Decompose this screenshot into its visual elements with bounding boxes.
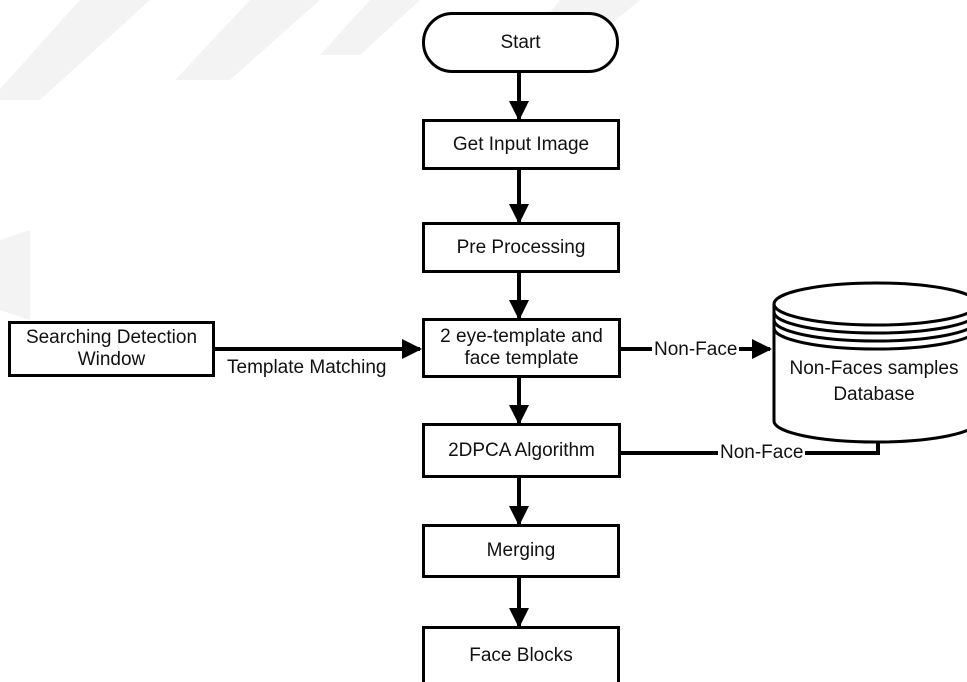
algorithm-label: 2DPCA Algorithm (448, 439, 595, 461)
database-label-line-1: Non-Faces samples (789, 358, 959, 379)
merging-label: Merging (486, 540, 556, 561)
search-window-box: Searching Detection Window (8, 321, 215, 377)
start-terminal: Start (422, 12, 619, 73)
get-input-image-label: Get Input Image (452, 133, 590, 155)
start-label: Start (500, 31, 541, 53)
database-label: Non-Faces samples Database (774, 356, 967, 408)
merging-box: Merging (422, 524, 620, 578)
face-blocks-box: Face Blocks (422, 626, 620, 682)
non-face-label-2: Non-Face (718, 442, 806, 464)
get-input-image-box: Get Input Image (422, 119, 620, 170)
search-window-label-line-1: Searching Detection (25, 327, 198, 348)
template-label-line-1: 2 eye-template and (440, 326, 603, 347)
template-matching-label: Template Matching (227, 357, 387, 379)
pre-processing-label: Pre Processing (456, 236, 586, 258)
non-face-label-1: Non-Face (652, 339, 740, 361)
face-blocks-label: Face Blocks (469, 644, 573, 666)
search-window-label-line-2: Window (77, 349, 146, 370)
template-label-line-2: face template (464, 348, 579, 369)
template-box: 2 eye-template and face template (422, 318, 621, 378)
pre-processing-box: Pre Processing (422, 222, 620, 273)
database-label-line-2: Database (833, 384, 915, 405)
algorithm-box: 2DPCA Algorithm (422, 423, 621, 478)
